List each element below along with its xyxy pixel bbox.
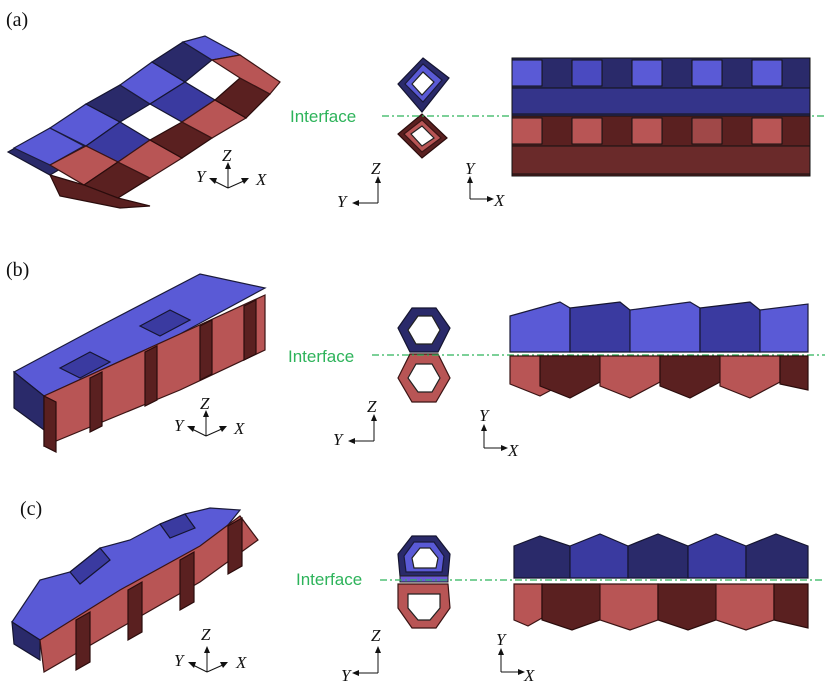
panel-a-side-view xyxy=(397,57,450,159)
panel-a-side-axes: Z Y xyxy=(337,159,381,211)
panel-c-iso-z-label: Z xyxy=(201,625,211,644)
panel-b-top-y-label: Y xyxy=(479,406,490,425)
panel-b-side-axes: Z Y xyxy=(333,397,377,449)
panel-a-top-x-label: X xyxy=(493,191,505,210)
panel-a: (a) xyxy=(6,9,825,211)
panel-b-top-x-label: X xyxy=(507,441,519,460)
panel-b-side-y-label: Y xyxy=(333,430,344,449)
panel-b-isometric-view xyxy=(12,273,267,453)
panel-b: (b) Z Y X xyxy=(6,259,825,460)
panel-a-side-z-label: Z xyxy=(371,159,381,178)
panel-b-iso-x-label: X xyxy=(233,419,245,438)
panel-b-side-view xyxy=(397,307,451,403)
panel-c-side-axes: Z Y xyxy=(341,626,381,685)
panel-b-interface-label: Interface xyxy=(288,347,354,366)
panel-a-side-y-label: Y xyxy=(337,192,348,211)
panel-c-iso-x-label: X xyxy=(235,653,247,672)
panel-c-iso-axes: Z Y X xyxy=(174,625,247,673)
panel-b-top-view xyxy=(509,301,809,399)
panel-b-side-z-label: Z xyxy=(367,397,377,416)
panel-c-isometric-view xyxy=(11,507,259,673)
panel-a-interface-label: Interface xyxy=(290,107,356,126)
panel-c-label: (c) xyxy=(20,498,42,520)
panel-c-side-y-label: Y xyxy=(341,666,352,685)
panel-b-top-axes: Y X xyxy=(479,406,519,460)
panel-c-iso-y-label: Y xyxy=(174,651,185,670)
panel-a-isometric-view xyxy=(6,35,281,209)
panel-a-iso-y-label: Y xyxy=(196,167,207,186)
panel-c-interface-label: Interface xyxy=(296,570,362,589)
panel-a-iso-axes: Z Y X xyxy=(196,146,267,189)
panel-a-top-axes: Y X xyxy=(465,159,505,210)
panel-c-top-x-label: X xyxy=(523,666,535,685)
panel-c-top-axes: Y X xyxy=(496,630,535,685)
panel-a-label: (a) xyxy=(6,9,28,31)
panel-b-label: (b) xyxy=(6,259,29,281)
panel-c-side-view xyxy=(397,535,451,629)
panel-b-iso-y-label: Y xyxy=(174,416,185,435)
panel-b-iso-axes: Z Y X xyxy=(174,394,245,438)
panel-c-top-view xyxy=(513,533,809,631)
panel-c-top-y-label: Y xyxy=(496,630,507,649)
panel-a-top-y-label: Y xyxy=(465,159,476,178)
panel-a-top-view xyxy=(511,57,811,177)
panel-c-side-z-label: Z xyxy=(371,626,381,645)
panel-c: (c) Z Y X xyxy=(11,498,825,685)
panel-a-iso-x-label: X xyxy=(255,170,267,189)
panel-a-iso-z-label: Z xyxy=(222,146,232,165)
panel-b-iso-z-label: Z xyxy=(200,394,210,413)
